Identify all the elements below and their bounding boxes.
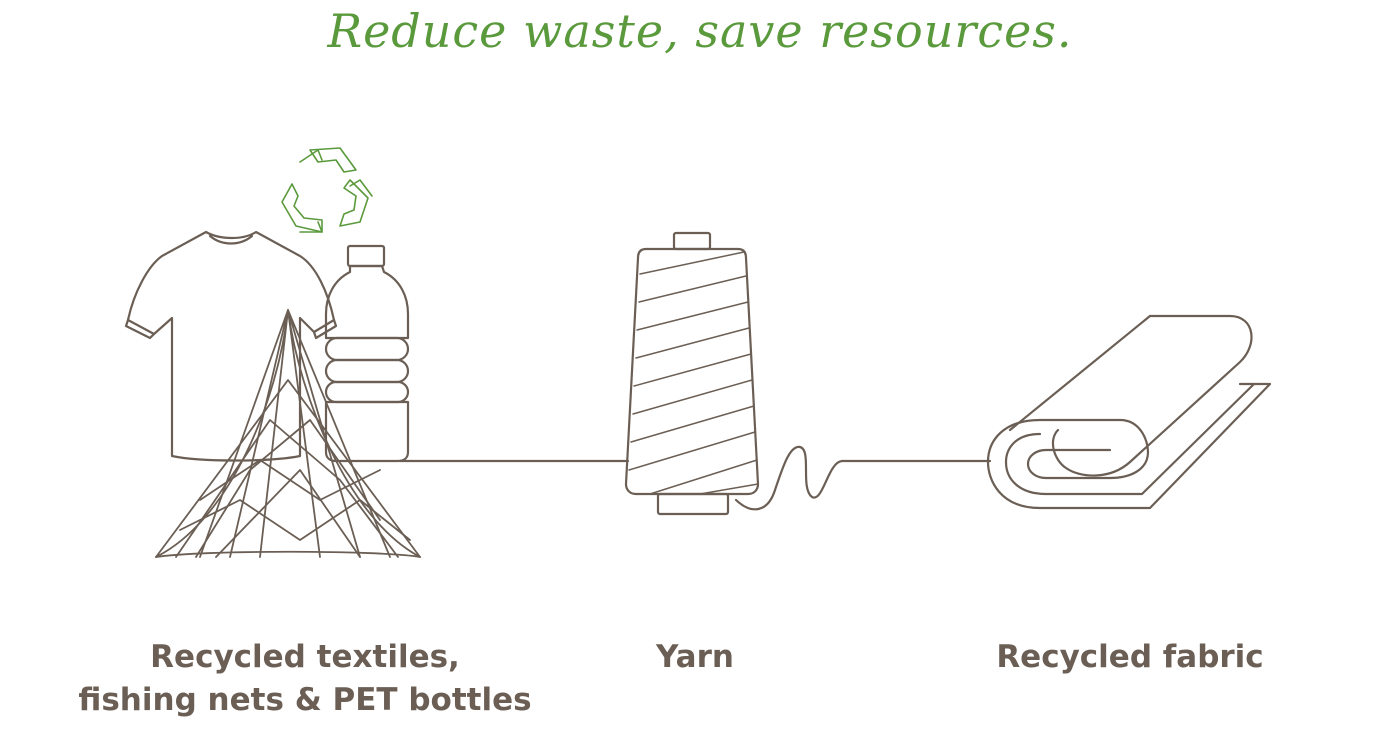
caption-line: fishing nets & PET bottles — [78, 682, 532, 718]
pet-bottle-icon — [324, 244, 410, 463]
caption-line: Yarn — [656, 639, 734, 675]
fishing-net-icon — [155, 309, 421, 558]
thread-connector — [398, 445, 992, 511]
yarn-spool-icon — [624, 231, 760, 516]
headline: Reduce waste, save resources. — [327, 4, 1073, 58]
caption-recycled-fabric: Recycled fabric — [960, 636, 1300, 679]
recycle-icon — [281, 147, 373, 233]
caption-line: Recycled textiles, — [150, 639, 460, 675]
caption-line: Recycled fabric — [996, 639, 1264, 675]
tshirt-icon — [124, 230, 338, 462]
caption-recycled-inputs: Recycled textiles, fishing nets & PET bo… — [60, 636, 550, 722]
caption-yarn: Yarn — [600, 636, 790, 679]
fabric-roll-icon — [986, 314, 1272, 510]
